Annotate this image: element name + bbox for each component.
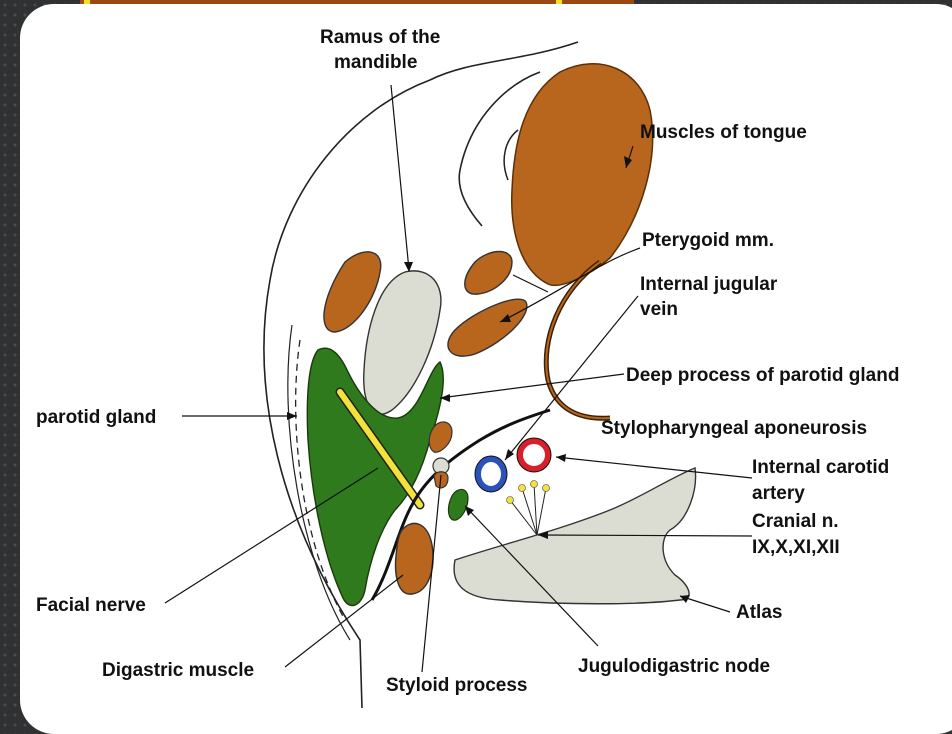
cranial-nerves-group bbox=[507, 481, 550, 536]
label-atlas: Atlas bbox=[736, 602, 782, 623]
digastric-muscle-shape bbox=[396, 523, 434, 594]
label-digastric: Digastric muscle bbox=[102, 660, 254, 681]
tongue-muscles-shape bbox=[512, 64, 653, 286]
diagram-panel: Ramus of the mandible Muscles of tongue … bbox=[20, 4, 952, 734]
label-styloid: Styloid process bbox=[386, 675, 528, 696]
label-cranial-line1: Cranial n. bbox=[752, 511, 839, 532]
label-ramus-line1: Ramus of the bbox=[320, 27, 440, 48]
label-ramus-line2: mandible bbox=[334, 52, 417, 73]
parotid-diagram: Ramus of the mandible Muscles of tongue … bbox=[20, 4, 952, 734]
label-cranial-line2: IX,X,XI,XII bbox=[752, 537, 840, 558]
pterygoid-muscle-lower bbox=[448, 299, 527, 356]
jugulodigastric-node-shape bbox=[449, 489, 468, 520]
label-ica-line1: Internal carotid bbox=[752, 457, 889, 478]
label-jugulodigastric: Jugulodigastric node bbox=[578, 656, 770, 677]
label-stylopharyngeal: Stylopharyngeal aponeurosis bbox=[601, 418, 867, 439]
label-ijv-line2: vein bbox=[640, 299, 678, 320]
internal-carotid-artery-shape bbox=[520, 441, 548, 469]
label-ica-line2: artery bbox=[752, 483, 805, 504]
label-ijv-line1: Internal jugular bbox=[640, 274, 778, 295]
pterygoid-muscle-upper bbox=[465, 252, 512, 295]
label-parotid-gland: parotid gland bbox=[36, 407, 156, 428]
label-muscles-of-tongue: Muscles of tongue bbox=[640, 122, 807, 143]
label-facial-nerve: Facial nerve bbox=[36, 595, 146, 616]
internal-jugular-vein-shape bbox=[478, 459, 504, 489]
label-pterygoid: Pterygoid mm. bbox=[642, 230, 774, 251]
label-deep-process: Deep process of parotid gland bbox=[626, 365, 899, 386]
